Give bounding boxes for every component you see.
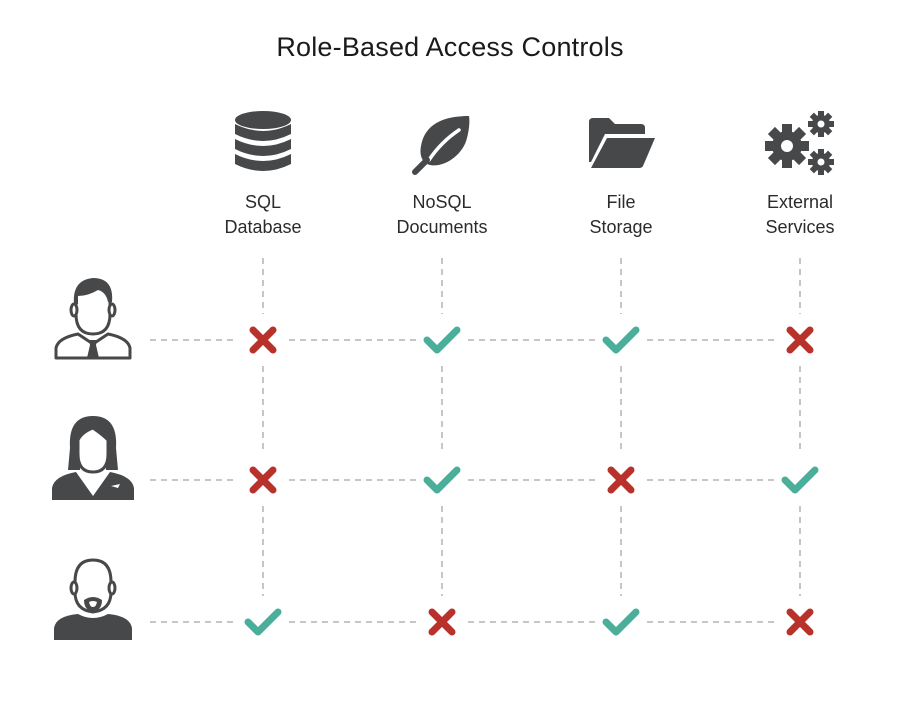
diagram-title: Role-Based Access Controls: [276, 32, 624, 62]
resource-label-line1: File: [606, 192, 636, 212]
check-icon: [423, 466, 461, 494]
resource-file-storage: File Storage: [546, 110, 696, 240]
user-bald-goatee-icon: [54, 558, 132, 640]
resource-sql-database: SQL Database: [188, 110, 338, 240]
cross-icon: [249, 326, 277, 354]
resource-nosql-documents: NoSQL Documents: [367, 110, 517, 240]
cross-icon: [428, 608, 456, 636]
cross-icon: [786, 608, 814, 636]
check-icon: [423, 326, 461, 354]
cross-icon: [786, 326, 814, 354]
resource-label-line2: Database: [224, 217, 302, 237]
folder-icon: [589, 118, 655, 168]
gears-icon: [765, 111, 834, 175]
resource-label-line2: Storage: [589, 217, 653, 237]
user-man-tie-icon: [54, 278, 132, 360]
database-icon: [235, 111, 291, 171]
resource-external-services: External Services: [725, 110, 875, 240]
resource-label-line2: Services: [765, 217, 835, 237]
resource-label-line2: Documents: [396, 217, 488, 237]
resource-label-line1: External: [766, 192, 834, 212]
leaf-icon: [412, 116, 470, 175]
cross-icon: [249, 466, 277, 494]
check-icon: [602, 326, 640, 354]
check-icon: [781, 466, 819, 494]
check-icon: [244, 608, 282, 636]
cross-icon: [607, 466, 635, 494]
resource-label-line1: NoSQL: [412, 192, 472, 212]
user-woman-icon: [52, 416, 134, 500]
resource-label-line1: SQL: [244, 192, 282, 212]
check-icon: [602, 608, 640, 636]
